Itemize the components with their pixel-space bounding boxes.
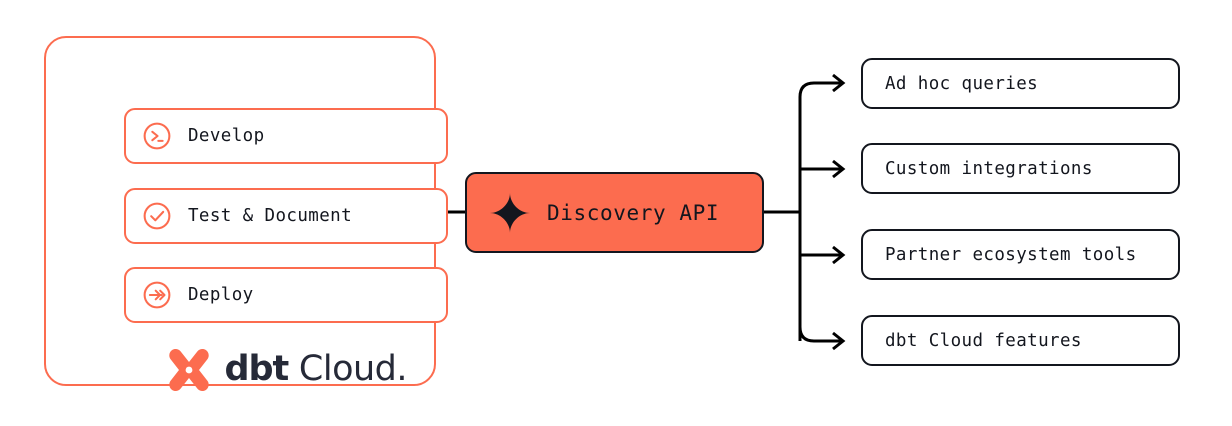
stage-card-test-document[interactable]: Test & Document xyxy=(124,188,448,244)
wire-branch-4 xyxy=(798,326,842,343)
arrowhead-2 xyxy=(832,159,846,179)
stage-card-develop[interactable]: Develop xyxy=(124,108,448,164)
consumer-label-0: Ad hoc queries xyxy=(885,73,1039,94)
sparkle-star-icon xyxy=(490,192,530,233)
dbt-cloud-panel: Develop Test & Document Deploy dbt xyxy=(44,36,448,392)
consumer-card-custom-integrations[interactable]: Custom integrations xyxy=(861,143,1180,194)
stage-label-test-document: Test & Document xyxy=(188,206,353,226)
dbt-wordmark-dot: . xyxy=(396,348,407,389)
dbt-cloud-logo: dbt Cloud. xyxy=(124,341,448,399)
dbt-cloud-wordmark: dbt Cloud. xyxy=(224,348,407,389)
consumer-card-partner-ecosystem-tools[interactable]: Partner ecosystem tools xyxy=(861,229,1180,280)
stage-label-develop: Develop xyxy=(188,126,265,146)
consumer-label-3: dbt Cloud features xyxy=(885,330,1082,351)
consumer-label-1: Custom integrations xyxy=(885,158,1093,179)
wire-branch-1 xyxy=(798,81,842,98)
dbt-wordmark-bold: dbt xyxy=(224,348,289,389)
consumer-card-ad-hoc-queries[interactable]: Ad hoc queries xyxy=(861,58,1180,109)
arrowhead-1 xyxy=(832,73,846,93)
discovery-api-node[interactable]: Discovery API xyxy=(465,172,764,253)
arrowhead-4 xyxy=(832,331,846,351)
check-circle-icon xyxy=(143,202,171,230)
dbt-logo-mark-icon xyxy=(169,348,210,392)
stage-label-deploy: Deploy xyxy=(188,285,254,305)
terminal-prompt-icon xyxy=(143,122,171,150)
arrowhead-3 xyxy=(832,245,846,265)
double-chevron-arrow-icon xyxy=(143,281,171,309)
dbt-wordmark-light: Cloud xyxy=(288,348,397,389)
consumer-card-dbt-cloud-features[interactable]: dbt Cloud features xyxy=(861,315,1180,366)
stage-card-deploy[interactable]: Deploy xyxy=(124,267,448,323)
discovery-api-label: Discovery API xyxy=(547,200,720,225)
consumer-label-2: Partner ecosystem tools xyxy=(885,244,1137,265)
